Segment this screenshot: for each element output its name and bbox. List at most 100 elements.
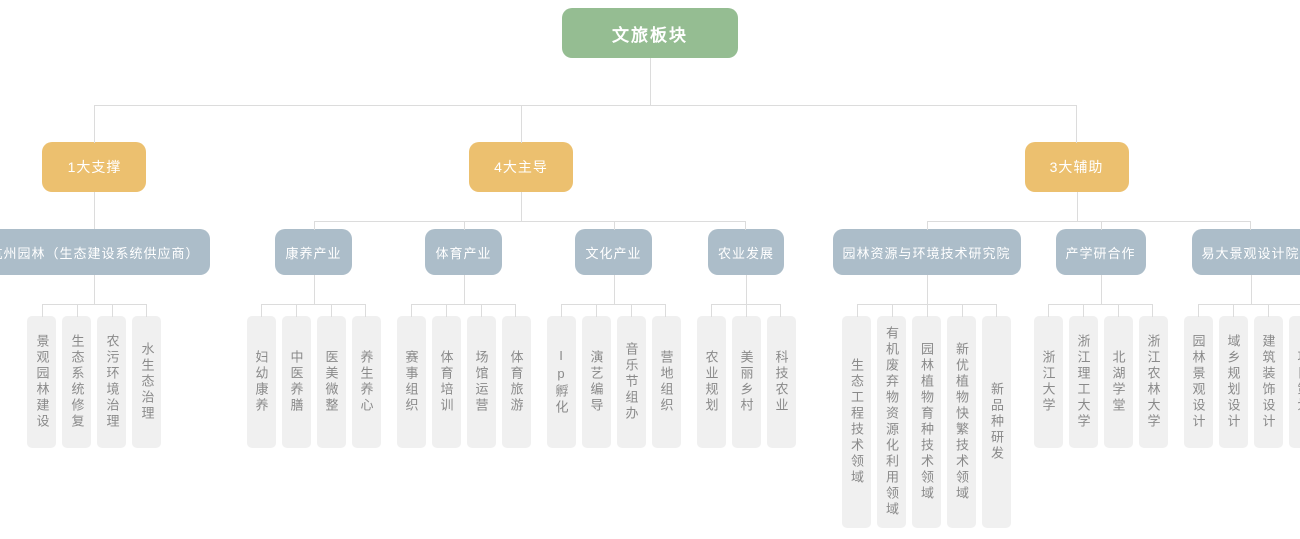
leaf-item: 营地组织 <box>647 304 684 448</box>
group-node: 园林资源与环境技术研究院 <box>832 229 1021 275</box>
group-row: 康养产业 妇幼康养 中医养膳 医美微整 养生养心 体育产业 赛事组织 <box>239 192 804 448</box>
leaf-node: 医美微整 <box>316 316 346 448</box>
leaf-node: 美丽乡村 <box>731 316 761 448</box>
leaf-node: 场馆运营 <box>466 316 496 448</box>
branch-subtree-main: 4大主导 康养产业 妇幼康养 中医养膳 医美微整 养生养心 <box>226 105 817 448</box>
group-subtree: 文化产业 Ip孵化 演艺编导 音乐节组办 营地组织 <box>538 221 690 448</box>
branch-row: 1大支撑 杭州园林（生态建设系统供应商） 景观园林建设 生态系统修复 农污环境治… <box>0 58 1300 528</box>
leaf-item: 生态工程技术领域 <box>839 304 875 528</box>
leaf-row: 妇幼康养 中医养膳 医美微整 养生养心 <box>244 275 384 448</box>
leaf-node: 园林景观设计 <box>1183 316 1213 448</box>
leaf-node: 园林植物育种技术领域 <box>912 316 941 528</box>
branch-node: 3大辅助 <box>1024 142 1129 192</box>
leaf-item: 浙江农林大学 <box>1134 304 1171 448</box>
leaf-item: 新优植物快繁技术领域 <box>944 304 980 528</box>
group-node: 文化产业 <box>575 229 652 275</box>
leaf-row: Ip孵化 演艺编导 音乐节组办 营地组织 <box>544 275 684 448</box>
group-subtree: 杭州园林（生态建设系统供应商） 景观园林建设 生态系统修复 农污环境治理 水生态… <box>0 221 215 448</box>
branch-node: 1大支撑 <box>42 142 147 192</box>
leaf-item: 北湖学堂 <box>1100 304 1137 448</box>
leaf-node: 营地组织 <box>651 316 681 448</box>
leaf-item: 体育培训 <box>428 304 465 448</box>
leaf-node: 科技农业 <box>766 316 796 448</box>
branch-node: 4大主导 <box>469 142 573 192</box>
group-subtree: 产学研合作 浙江大学 浙江理工大学 北湖学堂 浙江农林大学 <box>1025 221 1177 448</box>
leaf-item: 农污环境治理 <box>94 304 131 448</box>
group-subtree: 易大景观设计院 园林景观设计 域乡规划设计 建筑装饰设计 项目策划 <box>1174 221 1300 448</box>
group-node: 农业发展 <box>707 229 784 275</box>
branch-subtree-auxiliary: 3大辅助 园林资源与环境技术研究院 生态工程技术领域 有机废弃物资源化利用领域 … <box>814 105 1300 528</box>
leaf-node: 生态系统修复 <box>62 316 92 448</box>
leaf-node: 域乡规划设计 <box>1218 316 1248 448</box>
root-subtree: 文旅板块 1大支撑 杭州园林（生态建设系统供应商） 景观园林建设 生态系统修复 … <box>0 8 1300 528</box>
leaf-node: 景观园林建设 <box>27 316 57 448</box>
leaf-item: 音乐节组办 <box>613 304 650 448</box>
leaf-node: 新品种研发 <box>982 316 1011 528</box>
leaf-item: 浙江大学 <box>1031 304 1067 448</box>
group-row: 杭州园林（生态建设系统供应商） 景观园林建设 生态系统修复 农污环境治理 水生态… <box>0 192 215 448</box>
leaf-row: 景观园林建设 生态系统修复 农污环境治理 水生态治理 <box>24 275 164 448</box>
root-row: 文旅板块 1大支撑 杭州园林（生态建设系统供应商） 景观园林建设 生态系统修复 … <box>0 8 1300 528</box>
group-subtree: 园林资源与环境技术研究院 生态工程技术领域 有机废弃物资源化利用领域 园林植物育… <box>828 221 1027 528</box>
leaf-item: 建筑装饰设计 <box>1250 304 1287 448</box>
leaf-item: 项目策划 <box>1284 304 1300 448</box>
leaf-node: 体育旅游 <box>501 316 531 448</box>
leaf-row: 园林景观设计 域乡规划设计 建筑装饰设计 项目策划 <box>1181 275 1300 448</box>
group-node: 产学研合作 <box>1055 229 1146 275</box>
leaf-item: 有机废弃物资源化利用领域 <box>874 304 910 528</box>
leaf-item: 生态系统修复 <box>59 304 96 448</box>
leaf-node: 赛事组织 <box>396 316 426 448</box>
leaf-item: 景观园林建设 <box>24 304 61 448</box>
leaf-item: 场馆运营 <box>463 304 500 448</box>
leaf-item: 农业规划 <box>694 304 730 448</box>
root-node: 文旅板块 <box>562 8 738 58</box>
leaf-node: Ip孵化 <box>546 316 576 448</box>
leaf-node: 养生养心 <box>351 316 381 448</box>
leaf-node: 妇幼康养 <box>246 316 276 448</box>
leaf-node: 浙江大学 <box>1033 316 1063 448</box>
leaf-item: 赛事组织 <box>394 304 430 448</box>
group-subtree: 康养产业 妇幼康养 中医养膳 医美微整 养生养心 <box>239 221 390 448</box>
group-subtree: 农业发展 农业规划 美丽乡村 科技农业 <box>687 221 804 448</box>
leaf-item: 美丽乡村 <box>728 304 765 448</box>
leaf-node: 有机废弃物资源化利用领域 <box>877 316 906 528</box>
org-chart: 文旅板块 1大支撑 杭州园林（生态建设系统供应商） 景观园林建设 生态系统修复 … <box>0 8 1300 528</box>
group-node: 体育产业 <box>425 229 502 275</box>
leaf-node: 浙江理工大学 <box>1068 316 1098 448</box>
leaf-node: 项目策划 <box>1288 316 1300 448</box>
leaf-row: 生态工程技术领域 有机废弃物资源化利用领域 园林植物育种技术领域 新优植物快繁技… <box>839 275 1014 528</box>
leaf-node: 水生态治理 <box>132 316 162 448</box>
group-node: 易大景观设计院 <box>1191 229 1300 275</box>
leaf-item: 医美微整 <box>313 304 350 448</box>
leaf-item: 养生养心 <box>347 304 384 448</box>
leaf-node: 浙江农林大学 <box>1138 316 1168 448</box>
leaf-item: 园林景观设计 <box>1181 304 1217 448</box>
group-subtree: 体育产业 赛事组织 体育培训 场馆运营 体育旅游 <box>388 221 540 448</box>
branch-subtree-support: 1大支撑 杭州园林（生态建设系统供应商） 景观园林建设 生态系统修复 农污环境治… <box>0 105 228 448</box>
leaf-item: 妇幼康养 <box>244 304 280 448</box>
leaf-row: 农业规划 美丽乡村 科技农业 <box>694 275 799 448</box>
leaf-item: 域乡规划设计 <box>1215 304 1252 448</box>
leaf-node: 生态工程技术领域 <box>842 316 871 528</box>
leaf-row: 浙江大学 浙江理工大学 北湖学堂 浙江农林大学 <box>1031 275 1171 448</box>
leaf-node: 演艺编导 <box>581 316 611 448</box>
leaf-node: 音乐节组办 <box>616 316 646 448</box>
leaf-node: 新优植物快繁技术领域 <box>947 316 976 528</box>
leaf-row: 赛事组织 体育培训 场馆运营 体育旅游 <box>394 275 534 448</box>
leaf-item: 水生态治理 <box>128 304 164 448</box>
leaf-node: 农业规划 <box>696 316 726 448</box>
leaf-item: 浙江理工大学 <box>1065 304 1102 448</box>
leaf-item: 体育旅游 <box>497 304 534 448</box>
group-node: 康养产业 <box>275 229 352 275</box>
leaf-item: Ip孵化 <box>544 304 580 448</box>
leaf-item: 园林植物育种技术领域 <box>909 304 945 528</box>
leaf-node: 建筑装饰设计 <box>1253 316 1283 448</box>
leaf-item: 新品种研发 <box>978 304 1014 528</box>
leaf-node: 北湖学堂 <box>1103 316 1133 448</box>
group-row: 园林资源与环境技术研究院 生态工程技术领域 有机废弃物资源化利用领域 园林植物育… <box>828 192 1300 528</box>
leaf-node: 中医养膳 <box>281 316 311 448</box>
leaf-item: 科技农业 <box>762 304 799 448</box>
leaf-item: 中医养膳 <box>278 304 315 448</box>
leaf-node: 体育培训 <box>431 316 461 448</box>
leaf-item: 演艺编导 <box>578 304 615 448</box>
